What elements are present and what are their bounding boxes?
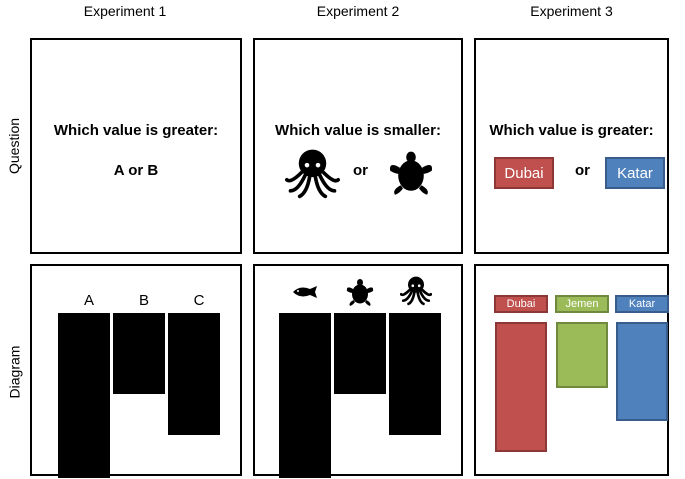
category-label-c: C	[193, 292, 205, 309]
katar-label-box: Katar	[615, 295, 669, 313]
category-label-b: B	[138, 292, 149, 309]
experiment-3-question-panel: Which value is greater: Dubai or Katar	[474, 38, 669, 254]
bar-fish	[279, 313, 331, 478]
column-header-experiment-2: Experiment 2	[316, 3, 400, 19]
bar-jemen	[556, 322, 608, 388]
bar-turtle	[334, 313, 386, 394]
experiment-1-diagram-panel: A B C	[30, 264, 242, 478]
row-label-diagram: Diagram	[0, 264, 28, 479]
experiment-2-question-text: Which value is smaller:	[275, 122, 441, 139]
fish-icon	[293, 286, 317, 298]
bar-b	[113, 313, 165, 394]
row-label-question-text: Question	[6, 117, 23, 174]
experiment-3-or-label: or	[575, 162, 590, 179]
turtle-icon-small	[346, 279, 374, 306]
experiment-1-options-text: A or B	[113, 162, 159, 179]
experiment-2-question-panel: Which value is smaller: or	[253, 38, 463, 254]
bar-c	[168, 313, 220, 435]
row-label-diagram-text: Diagram	[6, 345, 22, 398]
dubai-label-box: Dubai	[494, 295, 548, 313]
column-header-experiment-1: Experiment 1	[83, 3, 167, 19]
katar-option-box: Katar	[605, 157, 665, 189]
octopus-icon-small	[400, 276, 432, 306]
octopus-icon	[285, 149, 340, 199]
bar-a	[58, 313, 110, 478]
category-label-a: A	[83, 292, 94, 309]
column-header-experiment-3: Experiment 3	[530, 3, 613, 19]
experiment-2-or-label: or	[353, 162, 368, 179]
experiment-3-diagram-panel: Dubai Jemen Katar	[474, 264, 669, 476]
turtle-icon	[390, 151, 432, 195]
jemen-label-box: Jemen	[555, 295, 609, 313]
bar-katar	[616, 322, 668, 421]
bar-octopus	[389, 313, 441, 435]
experiment-1-question-text: Which value is greater:	[53, 122, 219, 139]
experiment-1-question-panel: Which value is greater: A or B	[30, 38, 242, 254]
dubai-option-box: Dubai	[494, 157, 554, 189]
experiment-3-question-text: Which value is greater:	[489, 122, 654, 139]
bar-dubai	[495, 322, 547, 452]
experiment-2-diagram-panel	[253, 264, 463, 478]
row-label-question: Question	[0, 38, 28, 253]
